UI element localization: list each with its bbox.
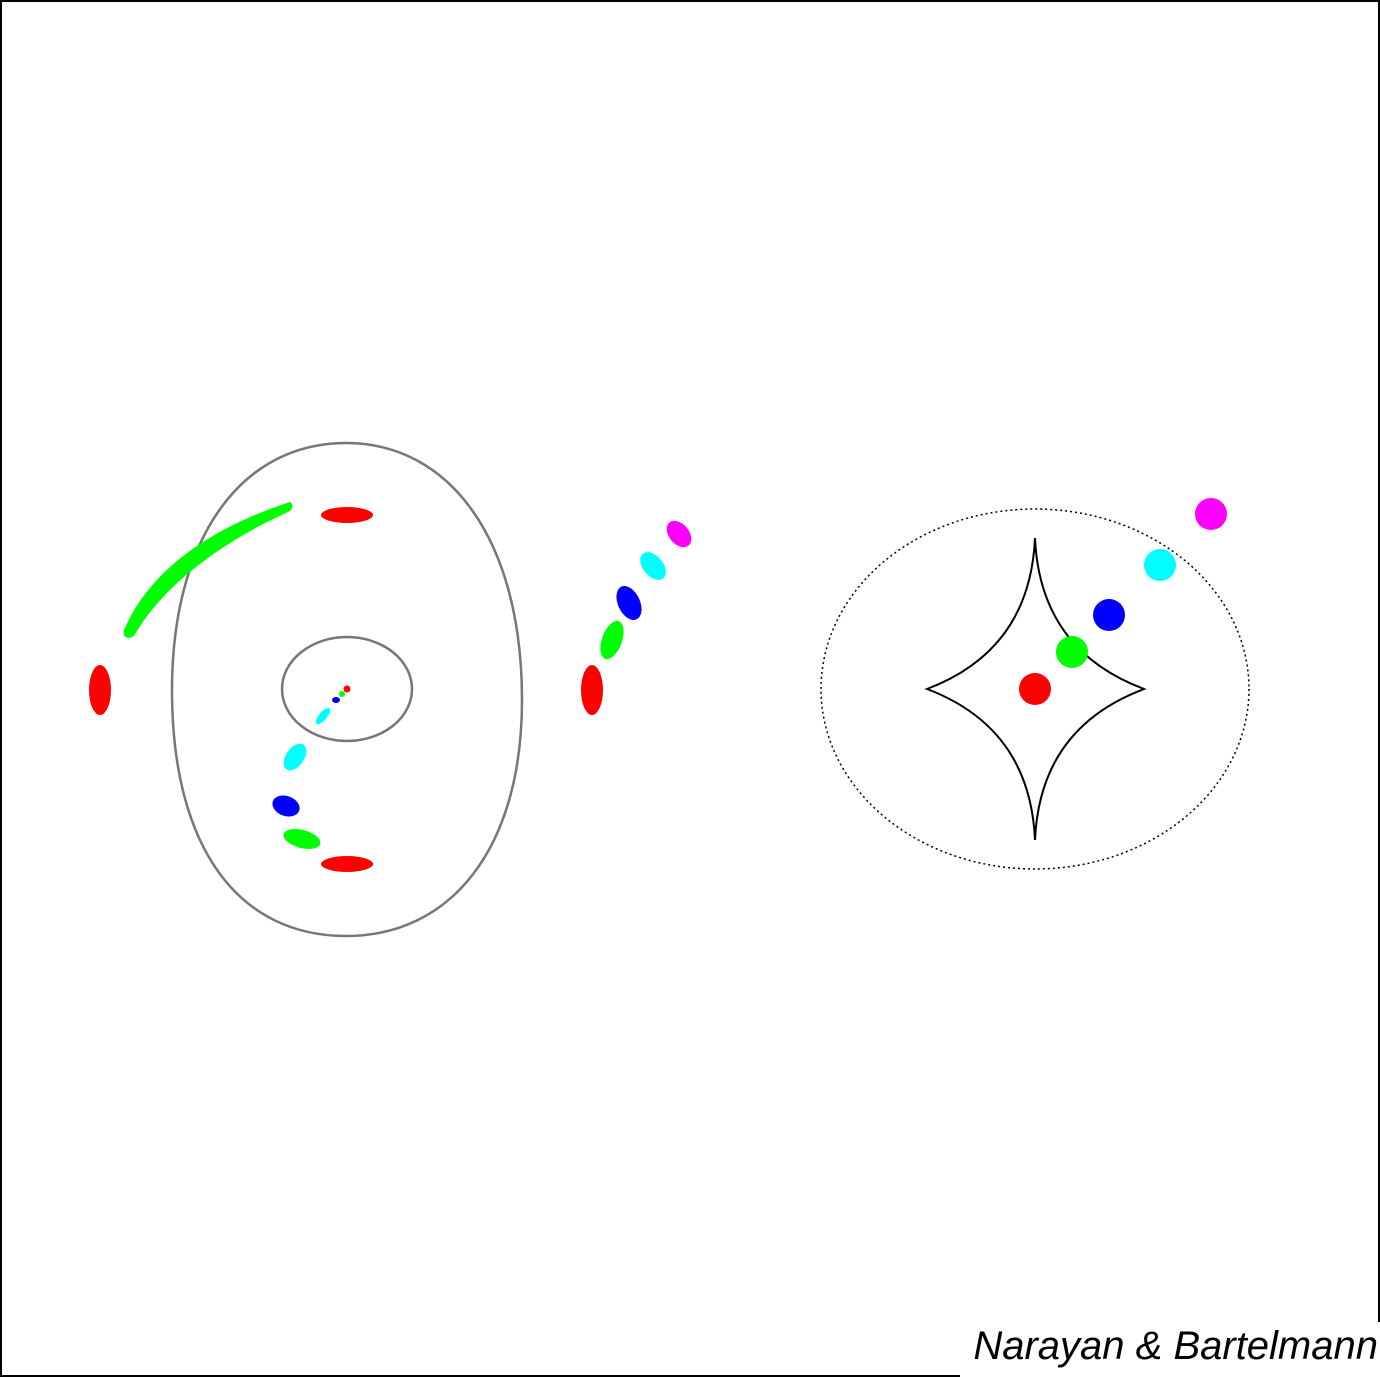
figure-credit: Narayan & Bartelmann — [965, 1322, 1380, 1374]
red-image-top — [321, 507, 373, 523]
cyan-central-image — [314, 706, 333, 726]
blue-image-bottom — [269, 792, 302, 820]
green-central-image — [339, 691, 345, 697]
magenta-source — [1195, 498, 1227, 530]
blue-source — [1093, 599, 1125, 631]
red-image-right — [581, 665, 603, 715]
image-plane — [89, 443, 696, 936]
green-image-bottom — [281, 825, 322, 852]
cyan-source — [1144, 549, 1176, 581]
green-tangential-arc — [124, 502, 293, 638]
source-plane — [821, 498, 1249, 869]
cyan-image-bottom — [279, 740, 311, 775]
blue-image-right — [611, 582, 646, 624]
green-source — [1056, 636, 1088, 668]
red-image-left — [89, 665, 111, 715]
red-source — [1019, 673, 1051, 705]
red-image-bottom — [321, 856, 373, 872]
magenta-image-right — [662, 516, 697, 552]
green-image-right — [596, 618, 628, 662]
red-central-image — [344, 686, 351, 693]
blue-central-image — [332, 697, 340, 703]
cyan-image-right — [635, 547, 671, 584]
